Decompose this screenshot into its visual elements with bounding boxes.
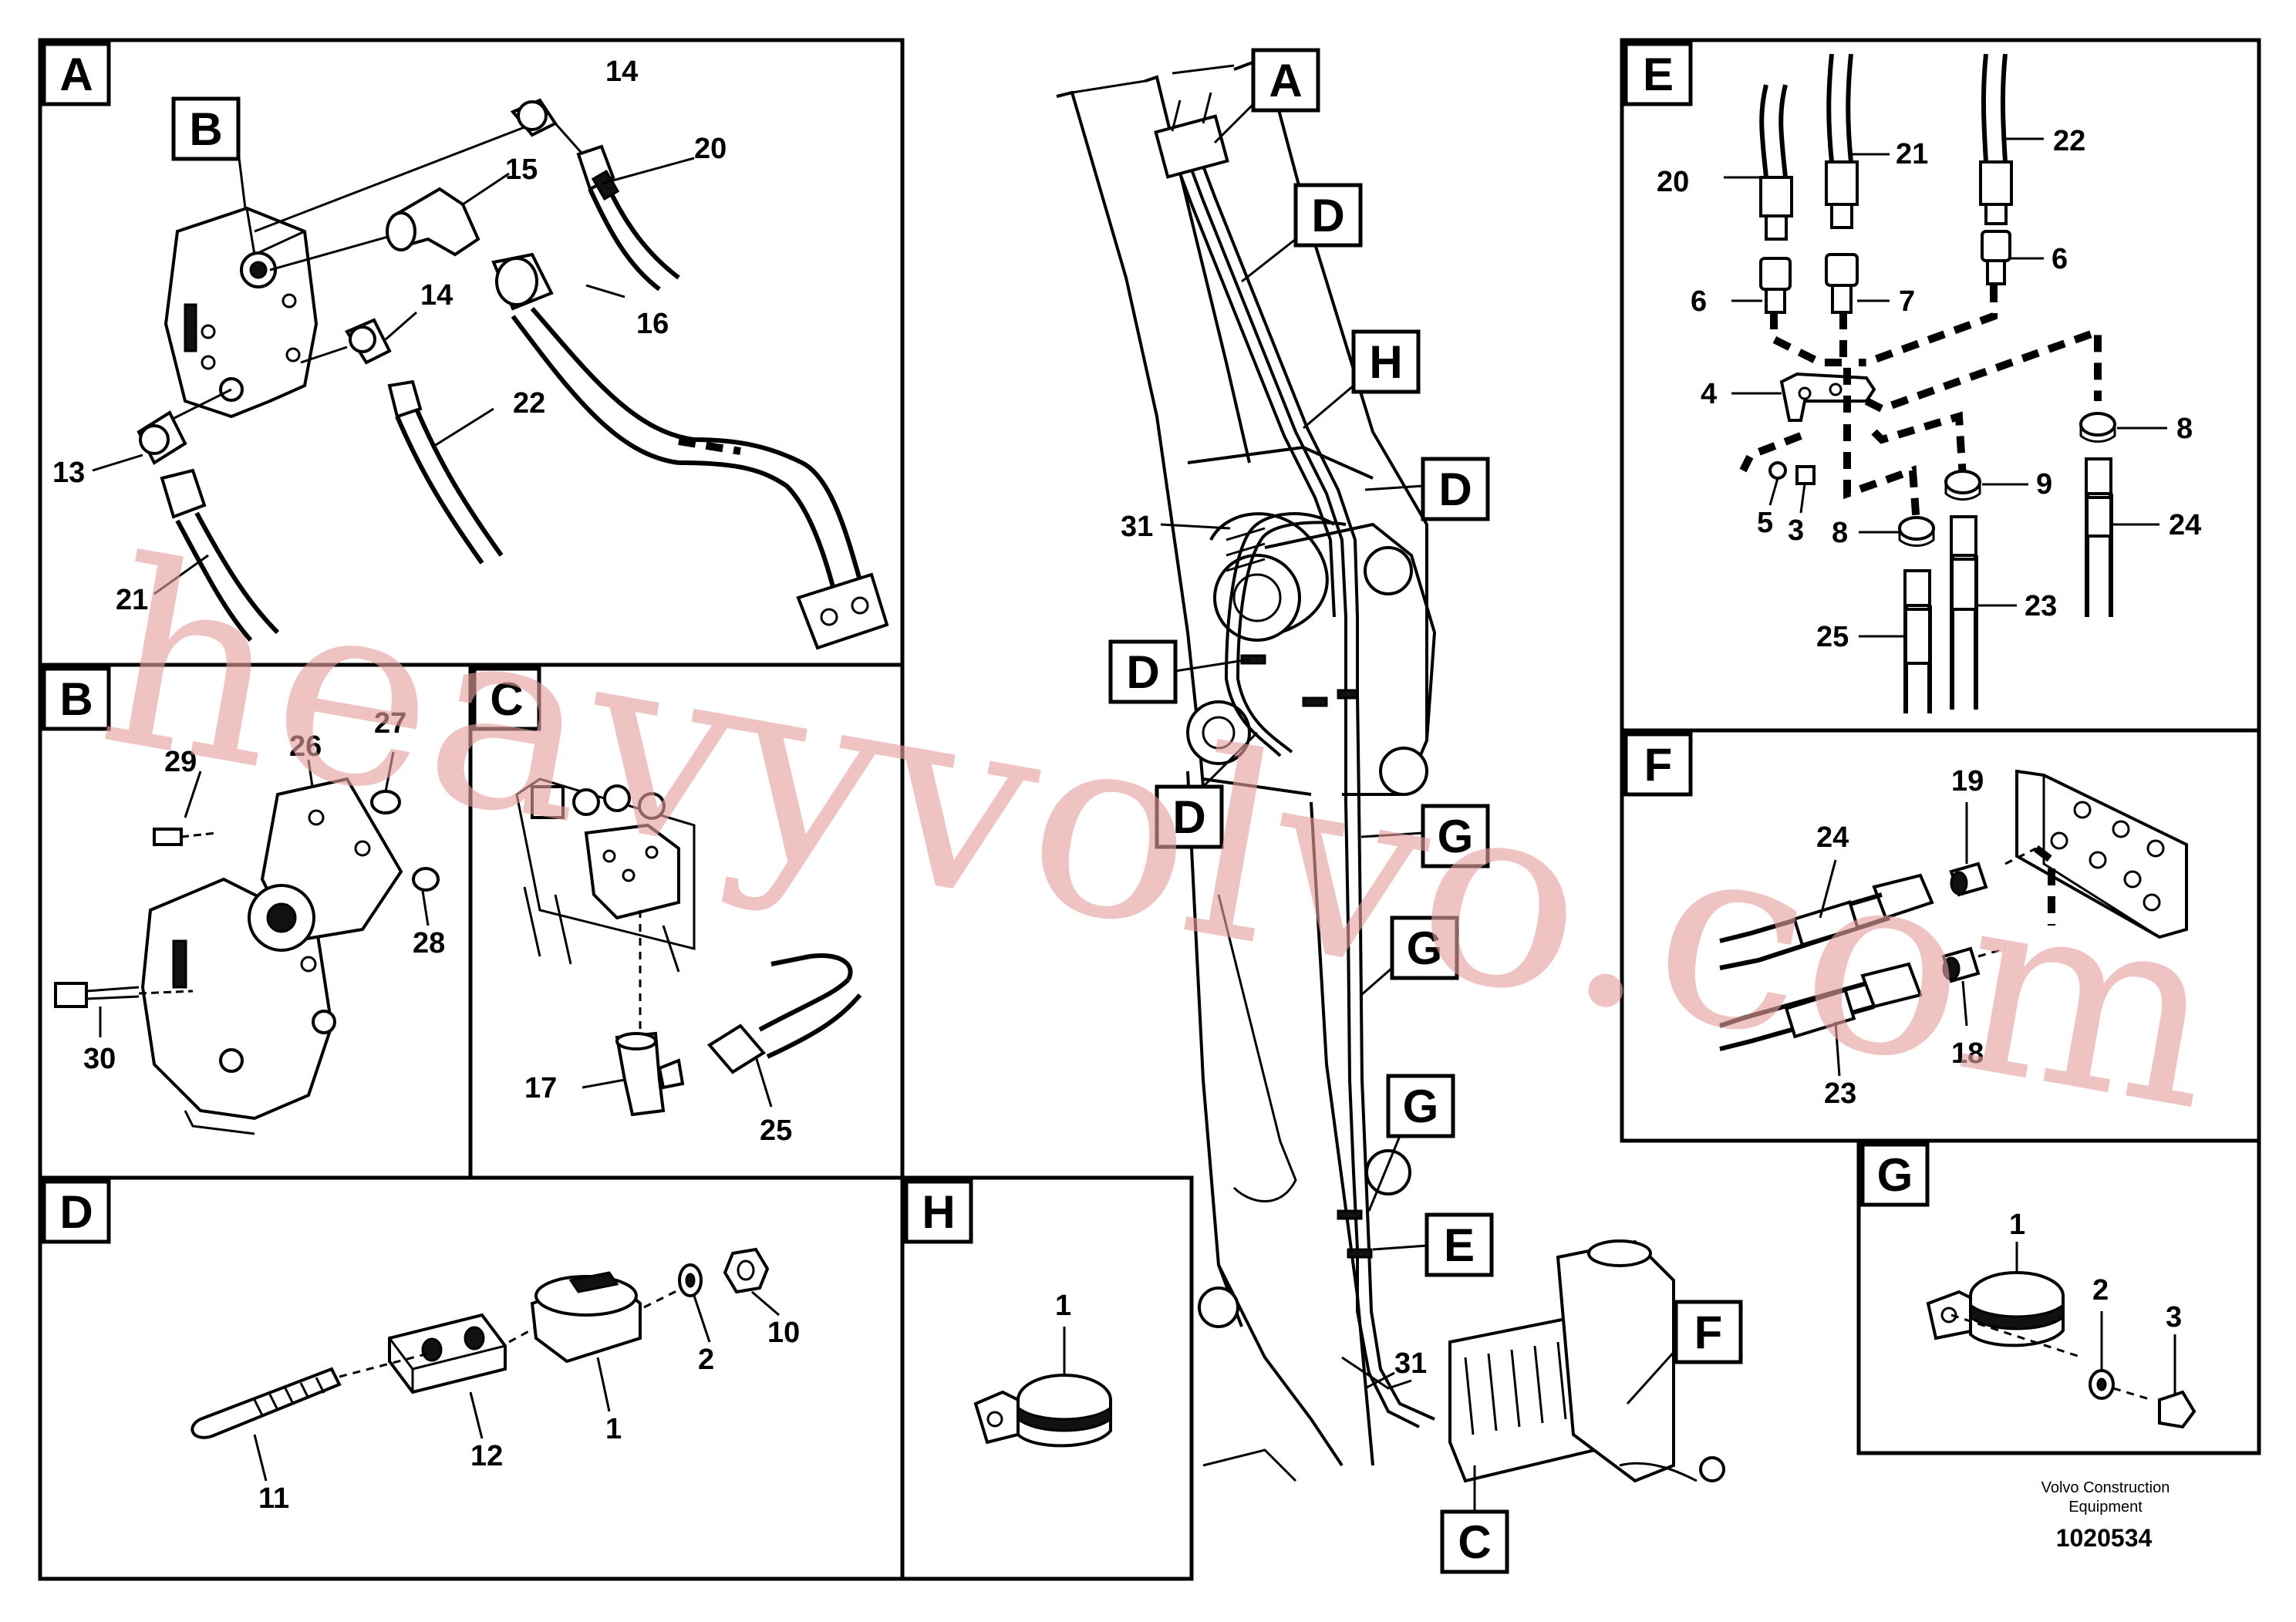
panel-f-num-24: 24	[1816, 821, 1849, 854]
panel-a-label: A	[59, 49, 93, 100]
panel-d-num-12: 12	[470, 1440, 503, 1472]
panel-g-drawing: 1 2 3	[1926, 1209, 2197, 1429]
panel-f-num-18: 18	[1951, 1037, 1984, 1070]
panel-e-num-3: 3	[1788, 514, 1804, 547]
credit-line-2: Equipment	[2068, 1499, 2143, 1516]
panel-g-num-1: 1	[2009, 1209, 2025, 1241]
credit-line-1: Volvo Construction	[2041, 1479, 2170, 1496]
panel-e-num-8b: 8	[1832, 517, 1848, 549]
panel-c-drawing: 17 25	[515, 777, 862, 1147]
panel-f-label: F	[1644, 739, 1673, 791]
main-callout-a: A	[1269, 55, 1302, 106]
panel-d-num-1: 1	[605, 1413, 622, 1445]
panel-d-num-11: 11	[258, 1482, 289, 1515]
doc-number: 1020534	[2056, 1524, 2153, 1552]
panel-frames	[38, 38, 2261, 1581]
main-callout-e: E	[1444, 1219, 1475, 1271]
panel-f-drawing: 19 24 18 23	[1719, 765, 2188, 1110]
panel-a-num-14a: 14	[605, 56, 638, 88]
panel-h-label: H	[922, 1186, 955, 1238]
main-num-31b: 31	[1394, 1347, 1427, 1380]
panel-e-frame	[1620, 38, 2261, 733]
panel-e-num-23: 23	[2025, 590, 2057, 622]
panel-a-callout-b: B	[189, 103, 222, 155]
main-num-31a: 31	[1121, 511, 1153, 543]
panel-b-label: B	[59, 673, 93, 725]
panel-h-frame	[900, 1175, 1194, 1581]
panel-b-num-29: 29	[164, 746, 197, 778]
panel-e-num-22: 22	[2053, 125, 2085, 157]
panel-a-num-22: 22	[513, 387, 545, 420]
panel-a-drawing: B	[52, 56, 889, 650]
panel-a-num-16: 16	[636, 308, 669, 340]
panel-g-frame	[1856, 1138, 2261, 1455]
main-callout-d-4: D	[1172, 791, 1205, 843]
main-callout-c: C	[1458, 1516, 1491, 1568]
main-callout-d-1: D	[1311, 190, 1344, 241]
panel-e-num-8a: 8	[2176, 413, 2193, 445]
main-callout-g-1: G	[1438, 811, 1474, 862]
panel-g-num-3: 3	[2166, 1301, 2182, 1334]
main-callout-d-3: D	[1126, 646, 1159, 698]
panel-h-drawing: 1	[973, 1290, 1112, 1448]
panel-e-num-6a: 6	[1691, 285, 1707, 318]
panel-c-num-17: 17	[524, 1072, 557, 1104]
panel-labels: A B C D H E F G	[42, 42, 1930, 1244]
panel-d-num-2: 2	[698, 1344, 714, 1376]
panel-a-num-20: 20	[694, 133, 727, 165]
panel-e-num-4: 4	[1701, 378, 1717, 410]
panel-a-num-21: 21	[116, 584, 148, 616]
panel-b-drawing: 29 26 27 28 30	[54, 707, 445, 1135]
panel-e-num-21: 21	[1896, 138, 1928, 170]
main-callout-d-2: D	[1438, 464, 1472, 515]
panel-e-num-25: 25	[1816, 621, 1849, 653]
panel-c-label: C	[490, 673, 523, 725]
panel-f-num-23: 23	[1824, 1077, 1856, 1110]
panel-g-num-2: 2	[2092, 1274, 2109, 1307]
panel-a-num-13: 13	[52, 457, 85, 489]
panel-g-label: G	[1877, 1149, 1913, 1201]
panel-e-num-9: 9	[2036, 468, 2052, 501]
panel-c-num-25: 25	[760, 1114, 792, 1147]
panel-b-num-27: 27	[374, 707, 406, 740]
panel-b-num-26: 26	[289, 730, 322, 763]
main-callout-h: H	[1369, 336, 1402, 388]
panel-d-drawing: 2 10 1 12 11	[190, 1247, 800, 1515]
panel-a-num-15: 15	[505, 153, 538, 186]
panel-e-num-5: 5	[1757, 507, 1773, 539]
panel-e-num-6b: 6	[2052, 243, 2068, 275]
panel-b-num-28: 28	[413, 927, 445, 959]
panel-e-num-24: 24	[2169, 509, 2201, 541]
panel-f-num-19: 19	[1951, 765, 1984, 798]
panel-h-num-1: 1	[1055, 1290, 1071, 1322]
credit-block: Volvo Construction Equipment 1020534	[2041, 1479, 2170, 1552]
panel-b-num-30: 30	[83, 1043, 116, 1075]
main-callout-f: F	[1694, 1307, 1723, 1358]
panel-d-num-10: 10	[767, 1317, 800, 1349]
main-drawing: A D H D 31 D D G G G	[1056, 48, 1743, 1574]
panel-a-num-14b: 14	[420, 279, 453, 312]
panel-e-drawing: 20 21 22 6 7 6 4 8 5 3 9 8 24 23 25	[1657, 53, 2201, 713]
panel-d-label: D	[59, 1186, 93, 1238]
panel-e-label: E	[1643, 49, 1674, 100]
panel-e-num-7: 7	[1899, 285, 1915, 318]
panel-e-num-20: 20	[1657, 166, 1689, 198]
main-callout-g-3: G	[1403, 1081, 1439, 1132]
main-callout-g-2: G	[1407, 922, 1443, 974]
